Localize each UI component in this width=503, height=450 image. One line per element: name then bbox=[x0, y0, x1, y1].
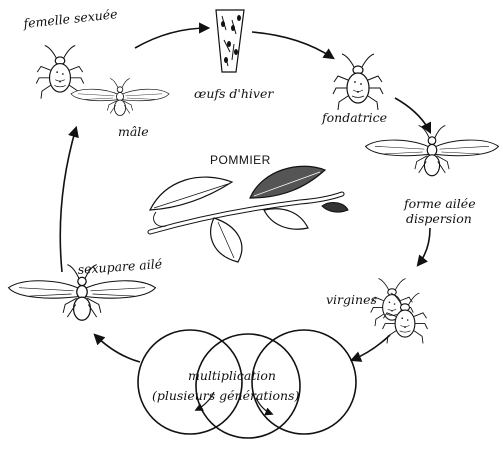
label-forme-ailee-line1: forme ailée bbox=[403, 196, 476, 211]
arrow-male-to-eggs bbox=[135, 28, 208, 48]
label-multiplication-line2: (plusieurs générations) bbox=[152, 388, 299, 403]
winter-eggs-twig bbox=[216, 10, 244, 72]
apple-twig-illustration bbox=[150, 166, 348, 262]
label-sexupare-aile: sexupare ailé bbox=[77, 256, 163, 277]
label-femelle-sexuee: femelle sexuée bbox=[22, 6, 118, 31]
arrow-winged-to-virgines bbox=[418, 228, 430, 265]
label-forme-ailee-line2: dispersion bbox=[406, 211, 472, 226]
femelle-sexuee-aphid bbox=[36, 46, 84, 99]
fondatrice-aphid bbox=[333, 54, 383, 110]
label-virgines: virgines bbox=[326, 292, 377, 307]
label-oeufs-hiver: œufs d'hiver bbox=[194, 86, 274, 101]
label-pommier: POMMIER bbox=[210, 153, 271, 167]
arrow-fondatrice-to-winged bbox=[395, 98, 430, 132]
arrow-virgines-to-multiplication bbox=[352, 335, 390, 360]
forme-ailee-aphid bbox=[366, 125, 499, 175]
label-multiplication-line1: multiplication bbox=[188, 368, 276, 383]
label-male: mâle bbox=[118, 124, 149, 139]
label-fondatrice: fondatrice bbox=[321, 110, 387, 125]
arrow-eggs-to-fondatrice bbox=[252, 32, 333, 58]
arrow-multiplication-to-sexupare bbox=[95, 335, 140, 362]
male-aphid bbox=[71, 78, 169, 115]
multiplication-circles bbox=[138, 330, 356, 438]
arrow-sexupare-to-femelle bbox=[60, 128, 76, 272]
